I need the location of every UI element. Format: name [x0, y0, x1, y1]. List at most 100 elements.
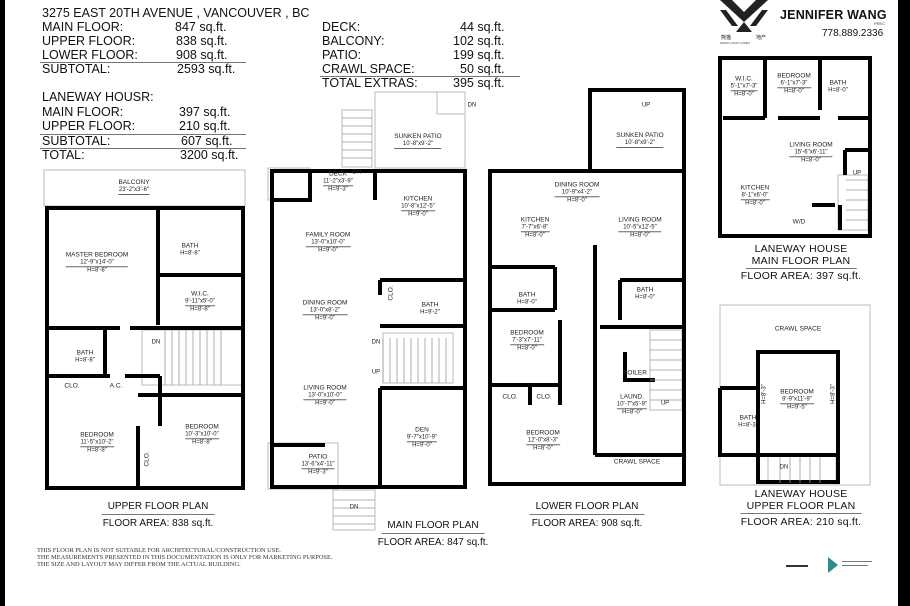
extras-value: 199 sq.ft. [453, 48, 505, 62]
divider [320, 76, 520, 77]
summary-value: 838 sq.ft. [176, 34, 228, 48]
room-label: W.I.C.5'-1"x7'-3"H=8'-0" [730, 75, 758, 98]
summary-label: LOWER FLOOR: [42, 48, 138, 62]
address: 3275 EAST 20TH AVENUE , VANCOUVER , BC [42, 6, 310, 20]
right-border [898, 0, 910, 606]
room-label: CLO. [536, 393, 552, 401]
room-label: A.C. [109, 382, 123, 390]
room-label: W/D [792, 218, 806, 226]
ceiling-height-label: H=8'-3" [761, 384, 768, 404]
divider [40, 148, 246, 149]
summary-value: 210 sq.ft. [179, 119, 231, 133]
laneway-title: LANEWAY HOUSR: [42, 90, 154, 104]
divider [40, 62, 246, 63]
room-label: CLO. [387, 285, 395, 301]
stair-mark: DN [151, 339, 161, 346]
extras-value: 50 sq.ft. [460, 62, 505, 76]
disclaimer: THIS FLOOR PLAN IS NOT SUITABLE FOR ARCH… [37, 547, 333, 568]
summary-value: 397 sq.ft. [179, 105, 231, 119]
summary-label: SUBTOTAL: [42, 62, 111, 76]
panda-logo: 熊猫 地产 PANDA LUXURY HOMES [720, 0, 768, 45]
stair-mark: UP [371, 369, 381, 376]
extras-value: 44 sq.ft. [460, 20, 505, 34]
agent-phone: 778.889.2336 [822, 28, 884, 39]
stair-mark: DN [467, 102, 477, 109]
summary-value: 2593 sq.ft. [177, 62, 236, 76]
extras-value: 102 sq.ft. [453, 34, 505, 48]
extras-label: PATIO: [322, 48, 362, 62]
ceiling-height-label: H=8'-3" [830, 384, 837, 404]
room-label: CRAWL SPACE [774, 325, 822, 333]
stair-mark: UP [852, 170, 862, 177]
divider [40, 134, 246, 135]
stair-mark: UP [660, 400, 670, 407]
stair-mark: DN [349, 504, 359, 511]
summary-value: 3200 sq.ft. [180, 148, 239, 162]
room-label: CLO. [64, 382, 80, 390]
stair-mark: DN [371, 339, 381, 346]
scale-and-compass-icon [786, 557, 872, 573]
extras-value: 395 sq.ft. [453, 76, 505, 90]
room-label: CRAWL SPACE [613, 458, 661, 466]
room-label: CLO. [502, 393, 518, 401]
stair-mark: DN [352, 169, 362, 176]
svg-text:PANDA LUXURY HOMES: PANDA LUXURY HOMES [720, 41, 750, 45]
stair-mark: UP [641, 102, 651, 109]
extras-label: TOTAL EXTRAS: [322, 76, 418, 90]
stair-mark: DN [779, 464, 789, 471]
summary-label: TOTAL: [42, 148, 85, 162]
summary-value: 908 sq.ft. [176, 48, 228, 62]
summary-value: 847 sq.ft. [175, 20, 227, 34]
room-label: CLO. [143, 451, 151, 467]
summary-label: SUBTOTAL: [42, 134, 111, 148]
summary-label: UPPER FLOOR: [42, 119, 136, 133]
room-label: W.I.C.9'-11"x5'-0"H=8'-8" [185, 290, 215, 313]
summary-label: MAIN FLOOR: [42, 20, 124, 34]
agent-designation: PREC [874, 21, 886, 26]
summary-value: 607 sq.ft. [181, 134, 233, 148]
summary-label: MAIN FLOOR: [42, 105, 124, 119]
extras-label: CRAWL SPACE: [322, 62, 415, 76]
extras-label: BALCONY: [322, 34, 385, 48]
left-border [0, 0, 5, 606]
agent-name: JENNIFER WANG [780, 8, 887, 22]
svg-text:熊猫: 熊猫 [721, 34, 731, 41]
extras-label: DECK: [322, 20, 361, 34]
room-label: LAUND.10'-7"x5'-9"H=8'-0" [616, 393, 648, 416]
room-label: BOILER [623, 369, 647, 377]
